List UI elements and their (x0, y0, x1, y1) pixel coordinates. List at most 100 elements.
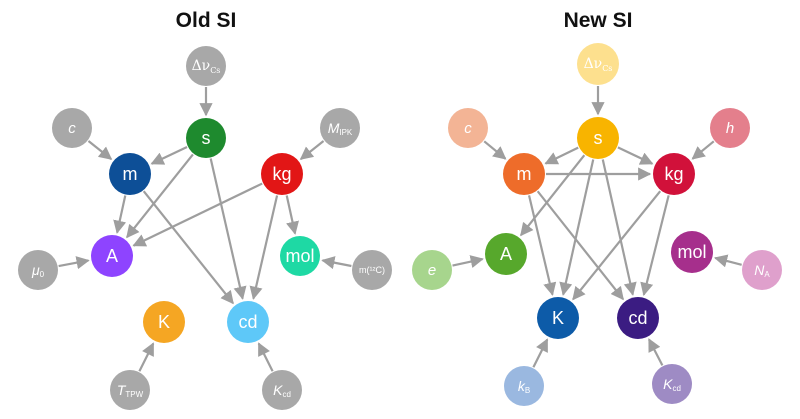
old-node-mipk-label: MIPK (328, 120, 353, 137)
new-edge-kB-to-K (532, 338, 549, 368)
new-node-cd-label: cd (628, 308, 647, 328)
old-node-kcd-label: Kcd (273, 382, 291, 399)
new-node-kcd-text: K (663, 376, 673, 392)
new-node-kB-text: k (518, 378, 526, 394)
new-node-cd-circle (617, 297, 659, 339)
old-node-mu0-circle (18, 250, 58, 290)
new-node-mol-text: mol (677, 242, 706, 262)
old-node-kg: kg (261, 153, 303, 195)
new-node-dv: ΔνCs (577, 43, 619, 85)
old-node-kcd-text: K (273, 382, 283, 398)
new-node-m-label: m (517, 164, 532, 184)
old-node-c: c (52, 108, 92, 148)
old-node-c-text: c (68, 120, 76, 137)
new-edge-m-to-K (527, 195, 557, 296)
new-edge-NA-to-mol (713, 254, 742, 268)
new-node-K-text: K (552, 308, 564, 328)
new-node-kcd: Kcd (652, 364, 692, 404)
old-node-kg-circle (261, 153, 303, 195)
old-node-kg-label: kg (272, 164, 291, 184)
old-node-kg-text: kg (272, 164, 291, 184)
old-node-dv-circle (186, 46, 226, 86)
old-node-dv-label: ΔνCs (192, 58, 221, 75)
old-edge-kg-to-mol (285, 195, 299, 235)
old-node-dv-subscript: Cs (210, 66, 220, 75)
new-node-NA-label: NA (754, 262, 770, 279)
new-node-kg-circle (653, 153, 695, 195)
old-node-A-label: A (106, 246, 118, 266)
new-node-kg: kg (653, 153, 695, 195)
new-edge-kg-to-cd (640, 195, 670, 296)
old-node-ttpw-circle (110, 370, 150, 410)
old-edge-s-to-m (150, 145, 188, 165)
new-node-c-label: c (464, 120, 472, 137)
old-node-mol-label: mol (285, 246, 314, 266)
old-edge-c-to-m (87, 140, 113, 160)
new-edge-kcd-to-cd (648, 338, 664, 366)
old-node-mol-text: mol (285, 246, 314, 266)
new-node-dv-circle (577, 43, 619, 85)
new-node-s-text: s (594, 128, 603, 148)
new-edge-s-to-A (520, 154, 586, 237)
new-node-s: s (577, 117, 619, 159)
new-si-title: New SI (564, 9, 633, 32)
new-node-dv-text: Δν (584, 56, 603, 72)
new-edge-s-to-kg (617, 146, 654, 165)
old-node-ttpw-subscript: TPW (125, 390, 143, 399)
old-node-K-label: K (158, 312, 170, 332)
old-node-m: m (109, 153, 151, 195)
old-node-K-text: K (158, 312, 170, 332)
new-node-c-circle (448, 108, 488, 148)
old-node-m12c-circle (352, 250, 392, 290)
new-node-h-label: h (726, 120, 734, 137)
old-node-kcd: Kcd (262, 370, 302, 410)
new-node-kB-subscript: B (525, 386, 530, 395)
old-node-mu0-subscript: 0 (40, 270, 45, 279)
new-node-h: h (710, 108, 750, 148)
new-node-mol-label: mol (677, 242, 706, 262)
old-node-mipk-text: M (328, 120, 340, 136)
new-node-kcd-label: Kcd (663, 376, 681, 393)
old-node-K-circle (143, 301, 185, 343)
new-edge-c-to-m (483, 140, 507, 160)
old-node-mipk-circle (320, 108, 360, 148)
new-node-h-text: h (726, 120, 734, 137)
new-node-mol: mol (671, 231, 713, 273)
old-node-s: s (186, 118, 226, 158)
new-node-A-label: A (500, 244, 512, 264)
old-edge-kg-to-cd (249, 195, 279, 300)
new-node-A: A (485, 233, 527, 275)
old-edge-m12c-to-mol (321, 256, 352, 270)
new-node-s-label: s (594, 128, 603, 148)
old-node-cd-circle (227, 301, 269, 343)
old-edge-m-to-cd (142, 190, 234, 305)
old-node-m-label: m (123, 164, 138, 184)
old-node-ttpw: TTPW (110, 370, 150, 410)
old-node-c-label: c (68, 120, 76, 137)
edges-layer (58, 86, 742, 372)
new-node-kB-circle (504, 366, 544, 406)
old-node-ttpw-text: T (117, 382, 127, 398)
new-node-h-circle (710, 108, 750, 148)
new-node-K-label: K (552, 308, 564, 328)
new-node-cd: cd (617, 297, 659, 339)
old-node-s-label: s (202, 128, 211, 148)
new-edge-e-to-A (452, 255, 484, 269)
new-node-NA-circle (742, 250, 782, 290)
new-edge-m-to-cd (536, 190, 624, 301)
old-node-c-circle (52, 108, 92, 148)
new-edge-s-to-m (544, 146, 579, 165)
old-node-m12c: m(¹²C) (352, 250, 392, 290)
old-edge-kcd-to-cd (257, 342, 274, 372)
new-node-NA-subscript: A (764, 270, 770, 279)
old-edge-kg-to-A (132, 182, 263, 247)
new-node-K-circle (537, 297, 579, 339)
old-node-cd: cd (227, 301, 269, 343)
new-node-mol-circle (671, 231, 713, 273)
old-node-A-text: A (106, 246, 118, 266)
old-node-ttpw-label: TTPW (117, 382, 144, 399)
new-node-A-circle (485, 233, 527, 275)
old-node-mu0-text: μ (31, 262, 40, 278)
new-node-kcd-subscript: cd (672, 384, 680, 393)
